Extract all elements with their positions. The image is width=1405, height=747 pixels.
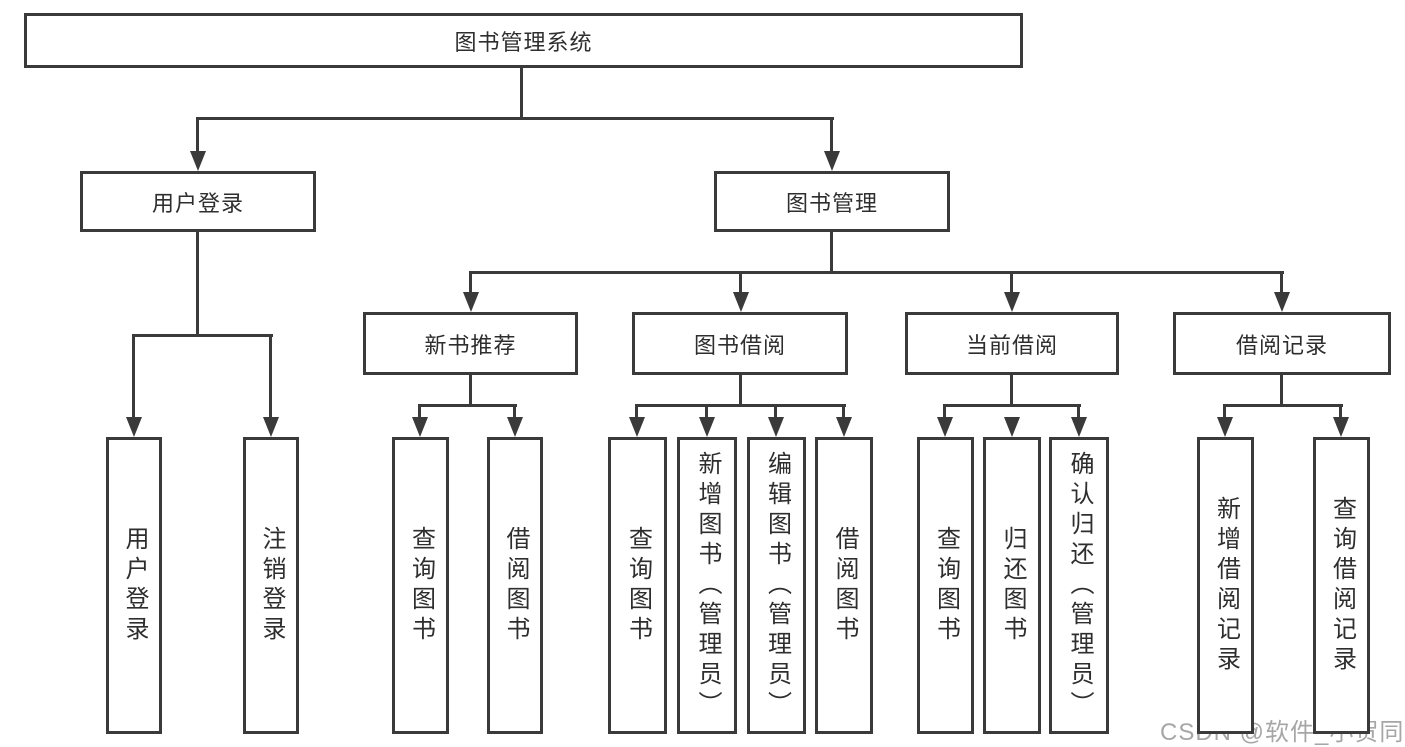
node-query-borrow-record-label: 查询借阅记录 [1328,495,1356,676]
node-system-root: 图书管理系统 [24,13,1023,68]
node-edit-books-admin-label: 编辑图书（管理员） [763,450,791,721]
node-query-books-recommend: 查询图书 [392,437,449,734]
connector-line [196,117,199,153]
connector-line [469,271,1284,274]
node-user-login-group-label: 用户登录 [151,190,244,216]
arrowhead-down-icon [768,417,784,437]
connector-line [469,375,472,406]
node-borrow-books-borrowing: 借阅图书 [815,437,873,734]
arrowhead-down-icon [412,417,428,437]
connector-line [269,334,272,419]
connector-line [1077,404,1080,419]
node-query-books-current: 查询图书 [917,437,974,734]
connector-line [943,404,1081,407]
connector-line [1223,404,1226,419]
node-book-management-label: 图书管理 [785,190,878,216]
connector-line [830,232,833,273]
node-user-login: 用户登录 [106,437,162,734]
arrowhead-down-icon [463,292,479,312]
connector-line [739,271,742,294]
node-system-root-label: 图书管理系统 [454,29,593,55]
node-book-management: 图书管理 [714,171,950,232]
connector-line [513,404,516,419]
node-borrow-books-recommend-label: 借阅图书 [502,525,529,646]
arrowhead-down-icon [699,417,715,437]
arrowhead-down-icon [836,417,852,437]
node-query-books-borrowing-label: 查询图书 [624,525,652,646]
node-confirm-return-admin-label: 确认归还（管理员） [1066,450,1093,721]
node-return-books-label: 归还图书 [999,525,1026,646]
node-edit-books-admin: 编辑图书（管理员） [747,437,806,734]
node-user-login-group: 用户登录 [80,171,316,232]
node-borrowing-records-label: 借阅记录 [1235,332,1328,358]
node-borrow-books-recommend: 借阅图书 [487,437,543,734]
node-return-books: 归还图书 [983,437,1041,734]
arrowhead-down-icon [629,417,645,437]
arrowhead-down-icon [824,151,840,171]
connector-line [520,68,523,120]
connector-line [774,404,777,419]
connector-line [705,404,708,419]
arrowhead-down-icon [1333,417,1349,437]
node-add-borrow-record-label: 新增借阅记录 [1212,495,1240,676]
connector-line [739,375,742,406]
node-query-books-borrowing: 查询图书 [608,437,667,734]
node-book-borrowing-label: 图书借阅 [693,332,786,358]
arrowhead-down-icon [126,417,142,437]
connector-line [418,404,421,419]
connector-line [1280,271,1283,294]
connector-line [418,404,517,407]
node-add-books-admin-label: 新增图书（管理员） [694,450,721,721]
connector-line [196,232,199,337]
connector-line [1280,375,1283,406]
node-add-borrow-record: 新增借阅记录 [1197,437,1254,734]
arrowhead-down-icon [1217,417,1233,437]
node-book-borrowing: 图书借阅 [632,312,848,375]
connector-line [1339,404,1342,419]
arrowhead-down-icon [263,417,279,437]
arrowhead-down-icon [937,417,953,437]
connector-line [635,404,846,407]
connector-line [132,334,273,337]
node-query-borrow-record: 查询借阅记录 [1313,437,1370,734]
node-new-book-recommend: 新书推荐 [363,312,578,375]
arrowhead-down-icon [1004,417,1020,437]
node-current-borrowing: 当前借阅 [905,312,1119,375]
connector-line [1010,375,1013,406]
connector-line [1010,271,1013,294]
node-logout: 注销登录 [243,437,299,734]
connector-line [1223,404,1343,407]
arrowhead-down-icon [190,151,206,171]
arrowhead-down-icon [1274,292,1290,312]
connector-line [197,117,834,120]
connector-line [635,404,638,419]
node-user-login-label: 用户登录 [121,525,148,646]
node-query-books-recommend-label: 查询图书 [407,525,435,646]
node-confirm-return-admin: 确认归还（管理员） [1049,437,1109,734]
arrowhead-down-icon [1004,292,1020,312]
arrowhead-down-icon [733,292,749,312]
connector-line [842,404,845,419]
node-logout-label: 注销登录 [258,525,285,646]
connector-line [469,271,472,294]
node-query-books-current-label: 查询图书 [932,525,960,646]
arrowhead-down-icon [507,417,523,437]
node-current-borrowing-label: 当前借阅 [965,332,1058,358]
node-new-book-recommend-label: 新书推荐 [424,332,517,358]
node-add-books-admin: 新增图书（管理员） [677,437,737,734]
connector-line [132,334,135,419]
node-borrowing-records: 借阅记录 [1173,312,1391,375]
connector-line [943,404,946,419]
node-borrow-books-borrowing-label: 借阅图书 [831,525,858,646]
connector-line [830,117,833,153]
arrowhead-down-icon [1071,417,1087,437]
